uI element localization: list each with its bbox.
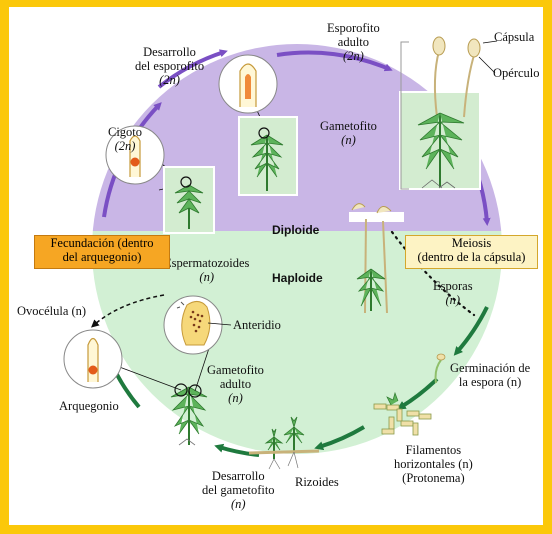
haploid-phase-label: Haploide — [272, 271, 323, 285]
label-esporofito-adulto: Esporofitoadulto(2n) — [327, 21, 380, 63]
label-filamentos: Filamentoshorizontales (n)(Protonema) — [394, 443, 473, 485]
label-arquegonio: Arquegonio — [59, 399, 119, 413]
label-ovocelula: Ovocélula (n) — [17, 304, 86, 318]
label-cigoto: Cigoto(2n) — [108, 125, 142, 153]
label-espermatozoides: Espermatozoides(n) — [164, 256, 249, 284]
zygote-cell — [131, 158, 140, 167]
egg-cell — [89, 366, 98, 375]
diploid-phase-label: Diploide — [272, 223, 319, 237]
label-gametofito-adulto: Gametofitoadulto(n) — [207, 363, 264, 405]
meiosis-background — [349, 212, 404, 222]
label-desarrollo-esporofito: Desarrollodel esporofito(2n) — [135, 45, 204, 87]
label-operculo: Opérculo — [493, 66, 540, 80]
diagram-panel: Diploide Haploide Cigoto(2n) Desarrollod… — [9, 7, 543, 525]
label-anteridio: Anteridio — [233, 318, 281, 332]
label-germinacion: Germinación dela espora (n) — [450, 361, 530, 389]
meiosis-box: Meiosis(dentro de la cápsula) — [405, 235, 538, 269]
fecundacion-box: Fecundación (dentrodel arquegonio) — [34, 235, 170, 269]
label-capsula: Cápsula — [494, 30, 534, 44]
label-esporas: Esporas(n) — [433, 279, 473, 307]
label-desarrollo-gametofito: Desarrollodel gametofito(n) — [202, 469, 275, 511]
label-gametofito: Gametofito(n) — [320, 119, 377, 147]
label-rizoides: Rizoides — [295, 475, 339, 489]
